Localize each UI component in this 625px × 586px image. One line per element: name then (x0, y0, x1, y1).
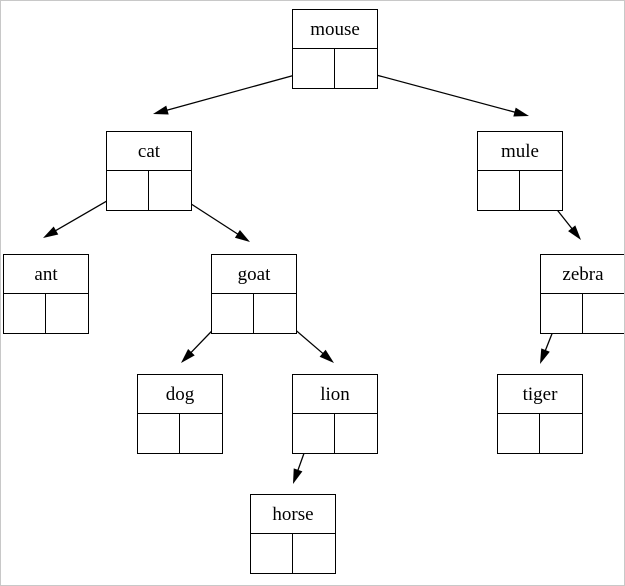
tree-node-mule[interactable]: mule (477, 131, 563, 211)
tree-node-goat[interactable]: goat (211, 254, 297, 334)
tree-node-horse[interactable]: horse (250, 494, 336, 574)
node-label: horse (251, 495, 335, 534)
node-left-pointer-cell[interactable] (107, 171, 149, 210)
edge-arrowhead (293, 468, 303, 484)
edge-arrowhead (568, 225, 581, 240)
node-left-pointer-cell[interactable] (251, 534, 293, 573)
node-label: ant (4, 255, 88, 294)
edge-arrowhead (513, 107, 529, 117)
tree-node-dog[interactable]: dog (137, 374, 223, 454)
edge-mouse-to-mule (353, 68, 529, 117)
node-right-pointer-cell[interactable] (46, 294, 88, 333)
edge-arrowhead (319, 349, 334, 363)
node-left-pointer-cell[interactable] (293, 414, 335, 453)
node-pointer-row (293, 414, 377, 453)
node-right-pointer-cell[interactable] (520, 171, 562, 210)
node-pointer-row (107, 171, 191, 210)
node-pointer-row (293, 49, 377, 88)
node-right-pointer-cell[interactable] (583, 294, 624, 333)
tree-node-mouse[interactable]: mouse (292, 9, 378, 89)
tree-node-zebra[interactable]: zebra (540, 254, 624, 334)
node-pointer-row (541, 294, 624, 333)
node-right-pointer-cell[interactable] (335, 49, 377, 88)
node-label: mule (478, 132, 562, 171)
node-left-pointer-cell[interactable] (4, 294, 46, 333)
node-right-pointer-cell[interactable] (335, 414, 377, 453)
node-left-pointer-cell[interactable] (478, 171, 520, 210)
edge-arrowhead (181, 349, 195, 363)
node-left-pointer-cell[interactable] (212, 294, 254, 333)
node-label: zebra (541, 255, 624, 294)
node-pointer-row (138, 414, 222, 453)
node-right-pointer-cell[interactable] (540, 414, 582, 453)
tree-node-tiger[interactable]: tiger (497, 374, 583, 454)
edge-line (353, 68, 518, 114)
node-pointer-row (498, 414, 582, 453)
edge-arrowhead (540, 348, 550, 364)
node-left-pointer-cell[interactable] (138, 414, 180, 453)
node-right-pointer-cell[interactable] (180, 414, 222, 453)
node-left-pointer-cell[interactable] (293, 49, 335, 88)
node-label: mouse (293, 10, 377, 49)
node-pointer-row (4, 294, 88, 333)
node-label: lion (293, 375, 377, 414)
tree-node-lion[interactable]: lion (292, 374, 378, 454)
node-pointer-row (478, 171, 562, 210)
node-left-pointer-cell[interactable] (541, 294, 583, 333)
node-label: tiger (498, 375, 582, 414)
node-right-pointer-cell[interactable] (149, 171, 191, 210)
edge-arrowhead (234, 229, 250, 242)
tree-node-cat[interactable]: cat (106, 131, 192, 211)
edge-arrowhead (153, 105, 169, 115)
tree-node-ant[interactable]: ant (3, 254, 89, 334)
edge-arrowhead (43, 226, 59, 238)
node-left-pointer-cell[interactable] (498, 414, 540, 453)
node-label: cat (107, 132, 191, 171)
node-label: goat (212, 255, 296, 294)
node-label: dog (138, 375, 222, 414)
node-pointer-row (251, 534, 335, 573)
node-right-pointer-cell[interactable] (254, 294, 296, 333)
node-right-pointer-cell[interactable] (293, 534, 335, 573)
node-pointer-row (212, 294, 296, 333)
